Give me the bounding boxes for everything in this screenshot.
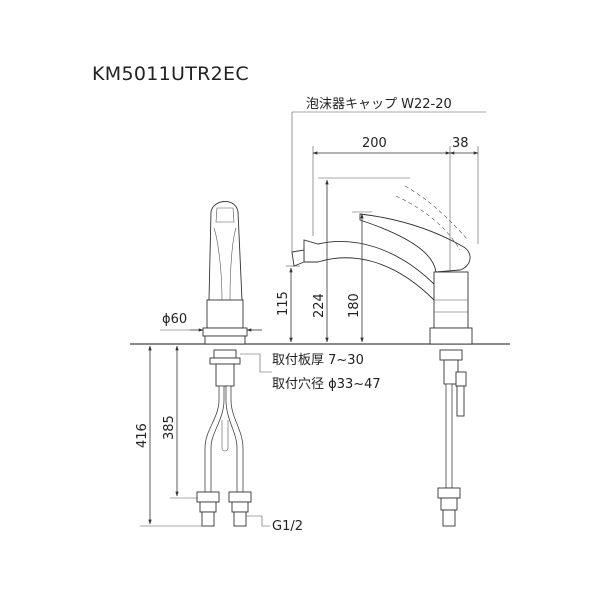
dim-hose-total-length: 416 <box>135 423 150 448</box>
front-body <box>206 299 244 329</box>
label-connection-thread: G1/2 <box>272 519 303 534</box>
dim-spout-reach: 200 <box>362 136 387 151</box>
model-number: KM5011UTR2EC <box>92 63 249 85</box>
dim-body-height: 180 <box>347 293 362 318</box>
label-aerator-cap: 泡沫器キャップ W22-20 <box>306 97 452 112</box>
side-view <box>291 185 473 527</box>
label-mounting-plate-thickness: 取付板厚 7~30 <box>272 353 364 368</box>
dim-hose-length: 385 <box>162 415 177 440</box>
front-base <box>202 327 248 337</box>
front-hose-left <box>204 385 225 493</box>
side-lever <box>359 213 471 273</box>
front-lever-handle <box>208 201 243 307</box>
aerator-tip <box>291 249 305 267</box>
dim-aerator-height: 115 <box>276 291 291 316</box>
dim-lever-offset: 38 <box>452 136 469 151</box>
side-spout <box>303 239 437 301</box>
side-hose <box>445 383 453 489</box>
front-hose-right <box>225 385 244 493</box>
dim-base-diameter: ϕ60 <box>162 312 187 327</box>
dim-spout-height: 224 <box>312 293 327 318</box>
front-view <box>196 201 252 527</box>
label-mounting-hole-diameter: 取付穴径 ϕ33~47 <box>272 377 381 392</box>
side-base <box>429 327 473 345</box>
front-fitting-left <box>196 491 220 503</box>
front-fitting-right <box>228 491 252 503</box>
